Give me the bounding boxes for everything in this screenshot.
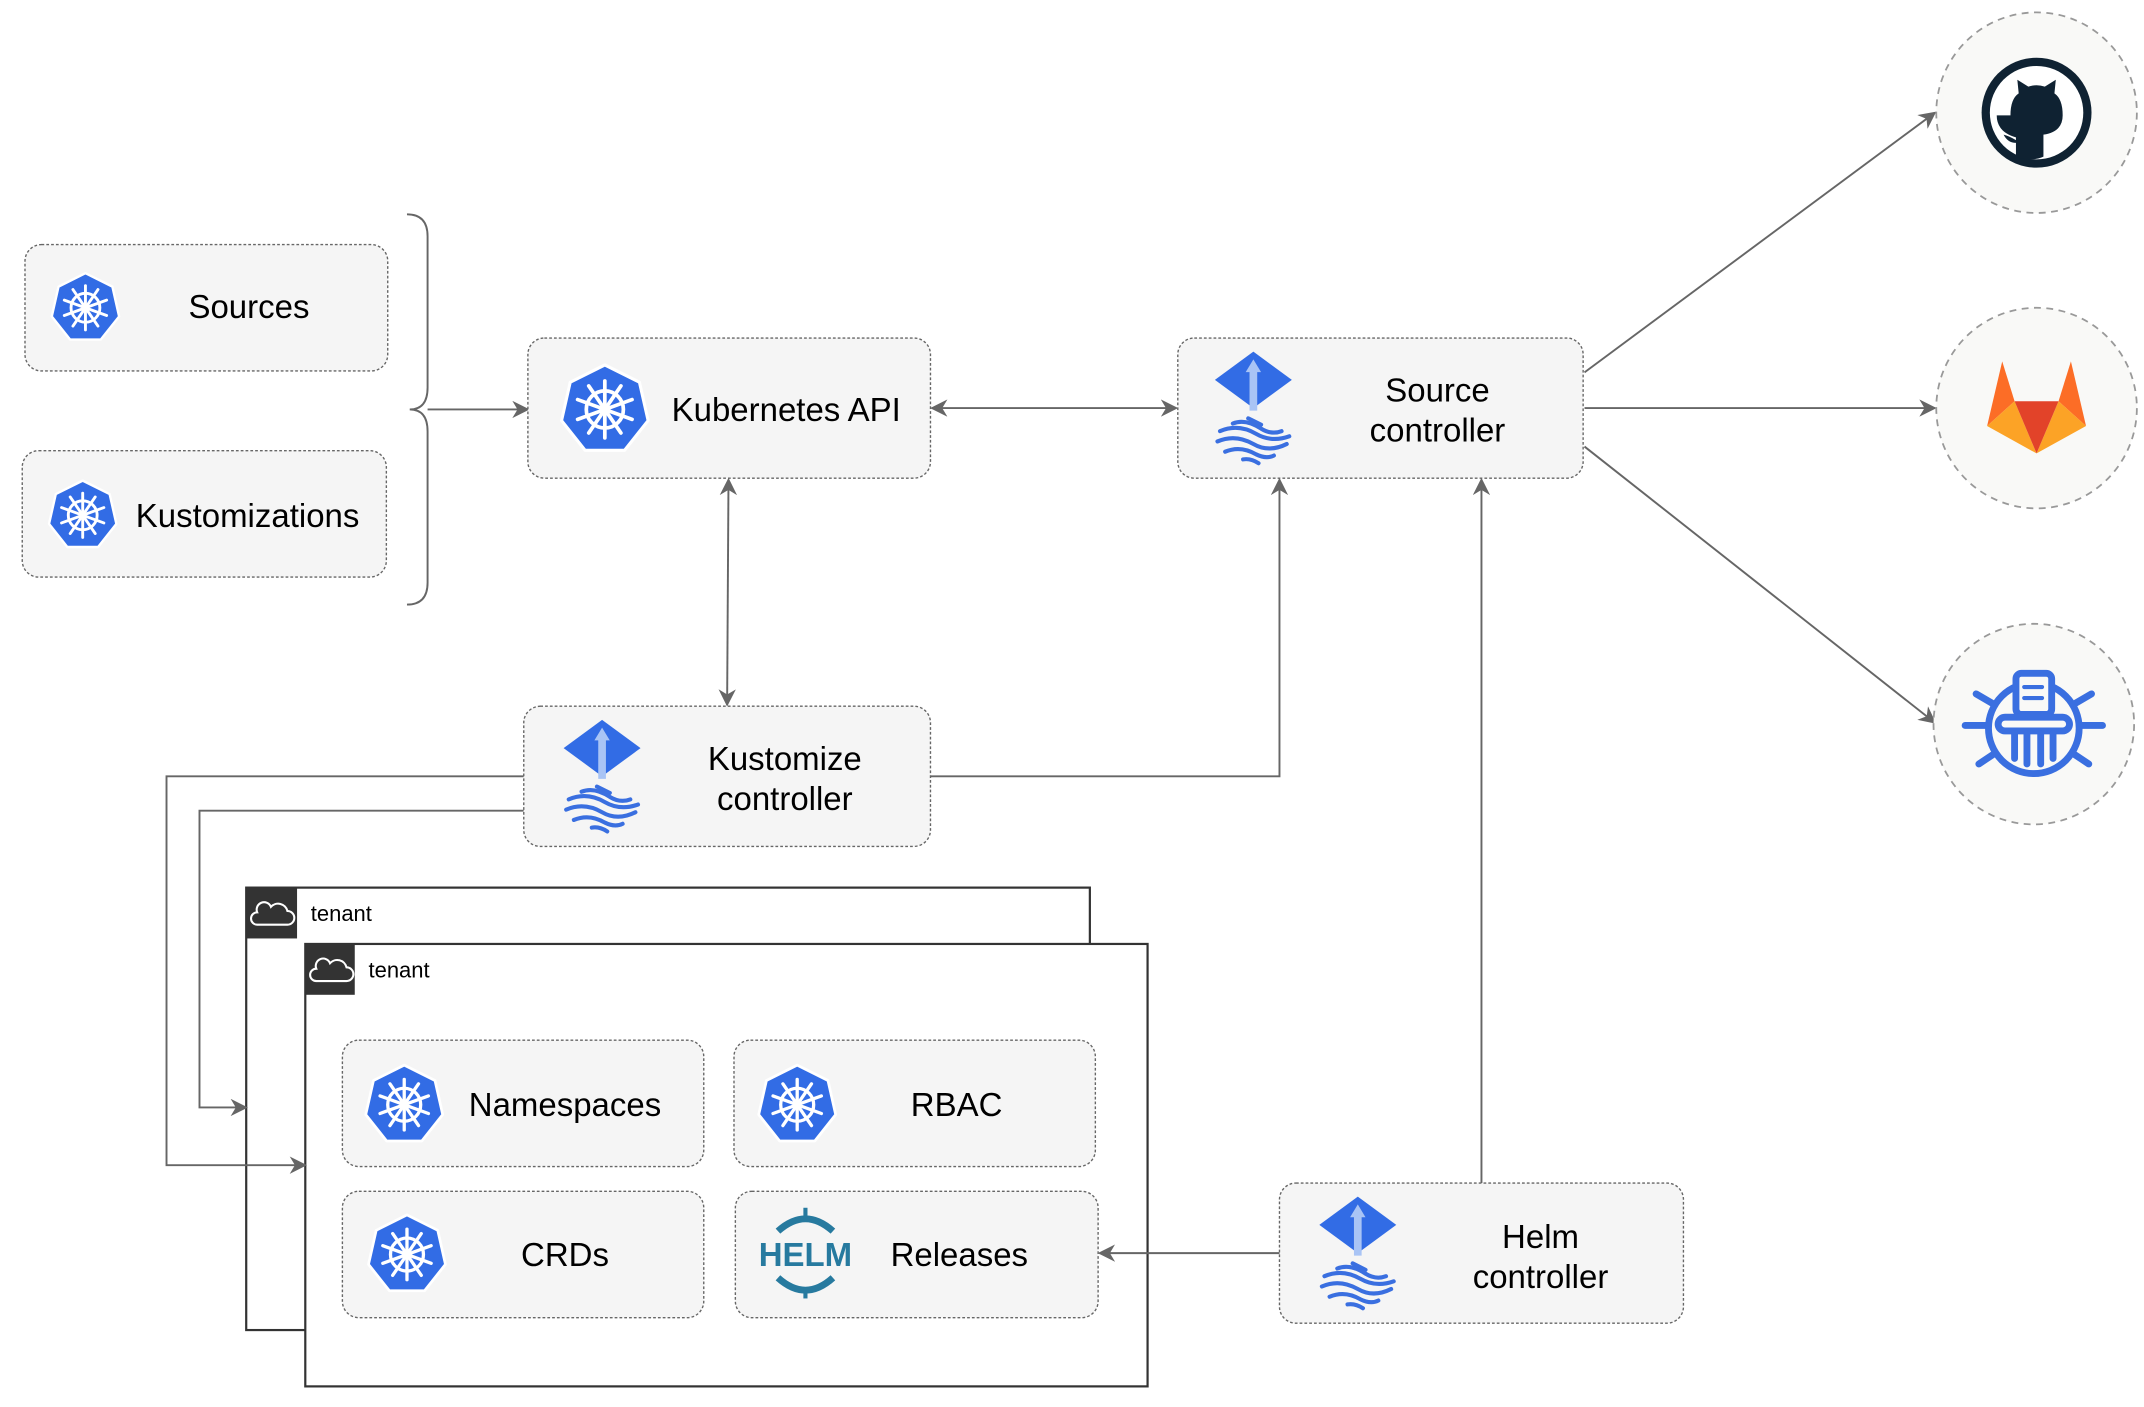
edge-api-kustomize <box>718 477 738 707</box>
node-label: CRDs <box>521 1236 609 1273</box>
edge-kustomize-to-tenant-front <box>165 775 524 1174</box>
tenant-label: tenant <box>311 901 372 926</box>
node-label: Helm <box>1502 1218 1579 1255</box>
node-helm-controller[interactable]: Helm controller <box>1278 1182 1685 1324</box>
node-label: controller <box>1473 1258 1609 1295</box>
node-rbac[interactable]: RBAC <box>733 1039 1097 1168</box>
helm-logo-text: HELM <box>759 1236 852 1273</box>
bucket-icon <box>1961 669 2106 778</box>
node-kubernetes-api[interactable]: Kubernetes API <box>527 337 932 479</box>
node-sources[interactable]: Sources <box>24 243 389 372</box>
node-label: Kubernetes API <box>672 391 901 428</box>
node-gitlab[interactable] <box>1935 306 2138 510</box>
gitlab-icon <box>1987 361 2087 454</box>
node-label: Sources <box>188 288 309 325</box>
node-label: Source <box>1385 372 1489 409</box>
node-label: controller <box>717 780 853 817</box>
edge-source-to-github <box>1583 111 1937 374</box>
edge-source-to-bucket <box>1583 445 1937 724</box>
node-bucket[interactable] <box>1932 622 2136 826</box>
cloud-icon <box>250 901 296 926</box>
node-source-controller[interactable]: Source controller <box>1177 337 1584 479</box>
cloud-icon <box>309 957 355 983</box>
node-namespaces[interactable]: Namespaces <box>341 1039 705 1168</box>
node-label: Kustomize <box>708 740 862 777</box>
node-kustomize-controller[interactable]: Kustomize controller <box>523 705 932 848</box>
tenant-label: tenant <box>369 958 430 983</box>
edge-kustomize-to-source <box>930 477 1289 778</box>
node-label: RBAC <box>911 1086 1003 1123</box>
brace <box>406 213 429 606</box>
node-releases[interactable]: HELM Releases <box>734 1190 1099 1319</box>
node-label: Releases <box>891 1236 1028 1273</box>
node-label: controller <box>1370 412 1506 449</box>
edge-kustomize-to-tenant-back <box>198 809 524 1117</box>
helm-icon: HELM <box>759 1207 852 1299</box>
node-kustomizations[interactable]: Kustomizations <box>21 449 388 578</box>
node-label: Kustomizations <box>136 497 360 534</box>
node-github[interactable] <box>1935 11 2138 214</box>
node-crds[interactable]: CRDs <box>341 1190 705 1319</box>
github-icon <box>1981 57 2092 168</box>
node-label: Namespaces <box>469 1086 661 1123</box>
